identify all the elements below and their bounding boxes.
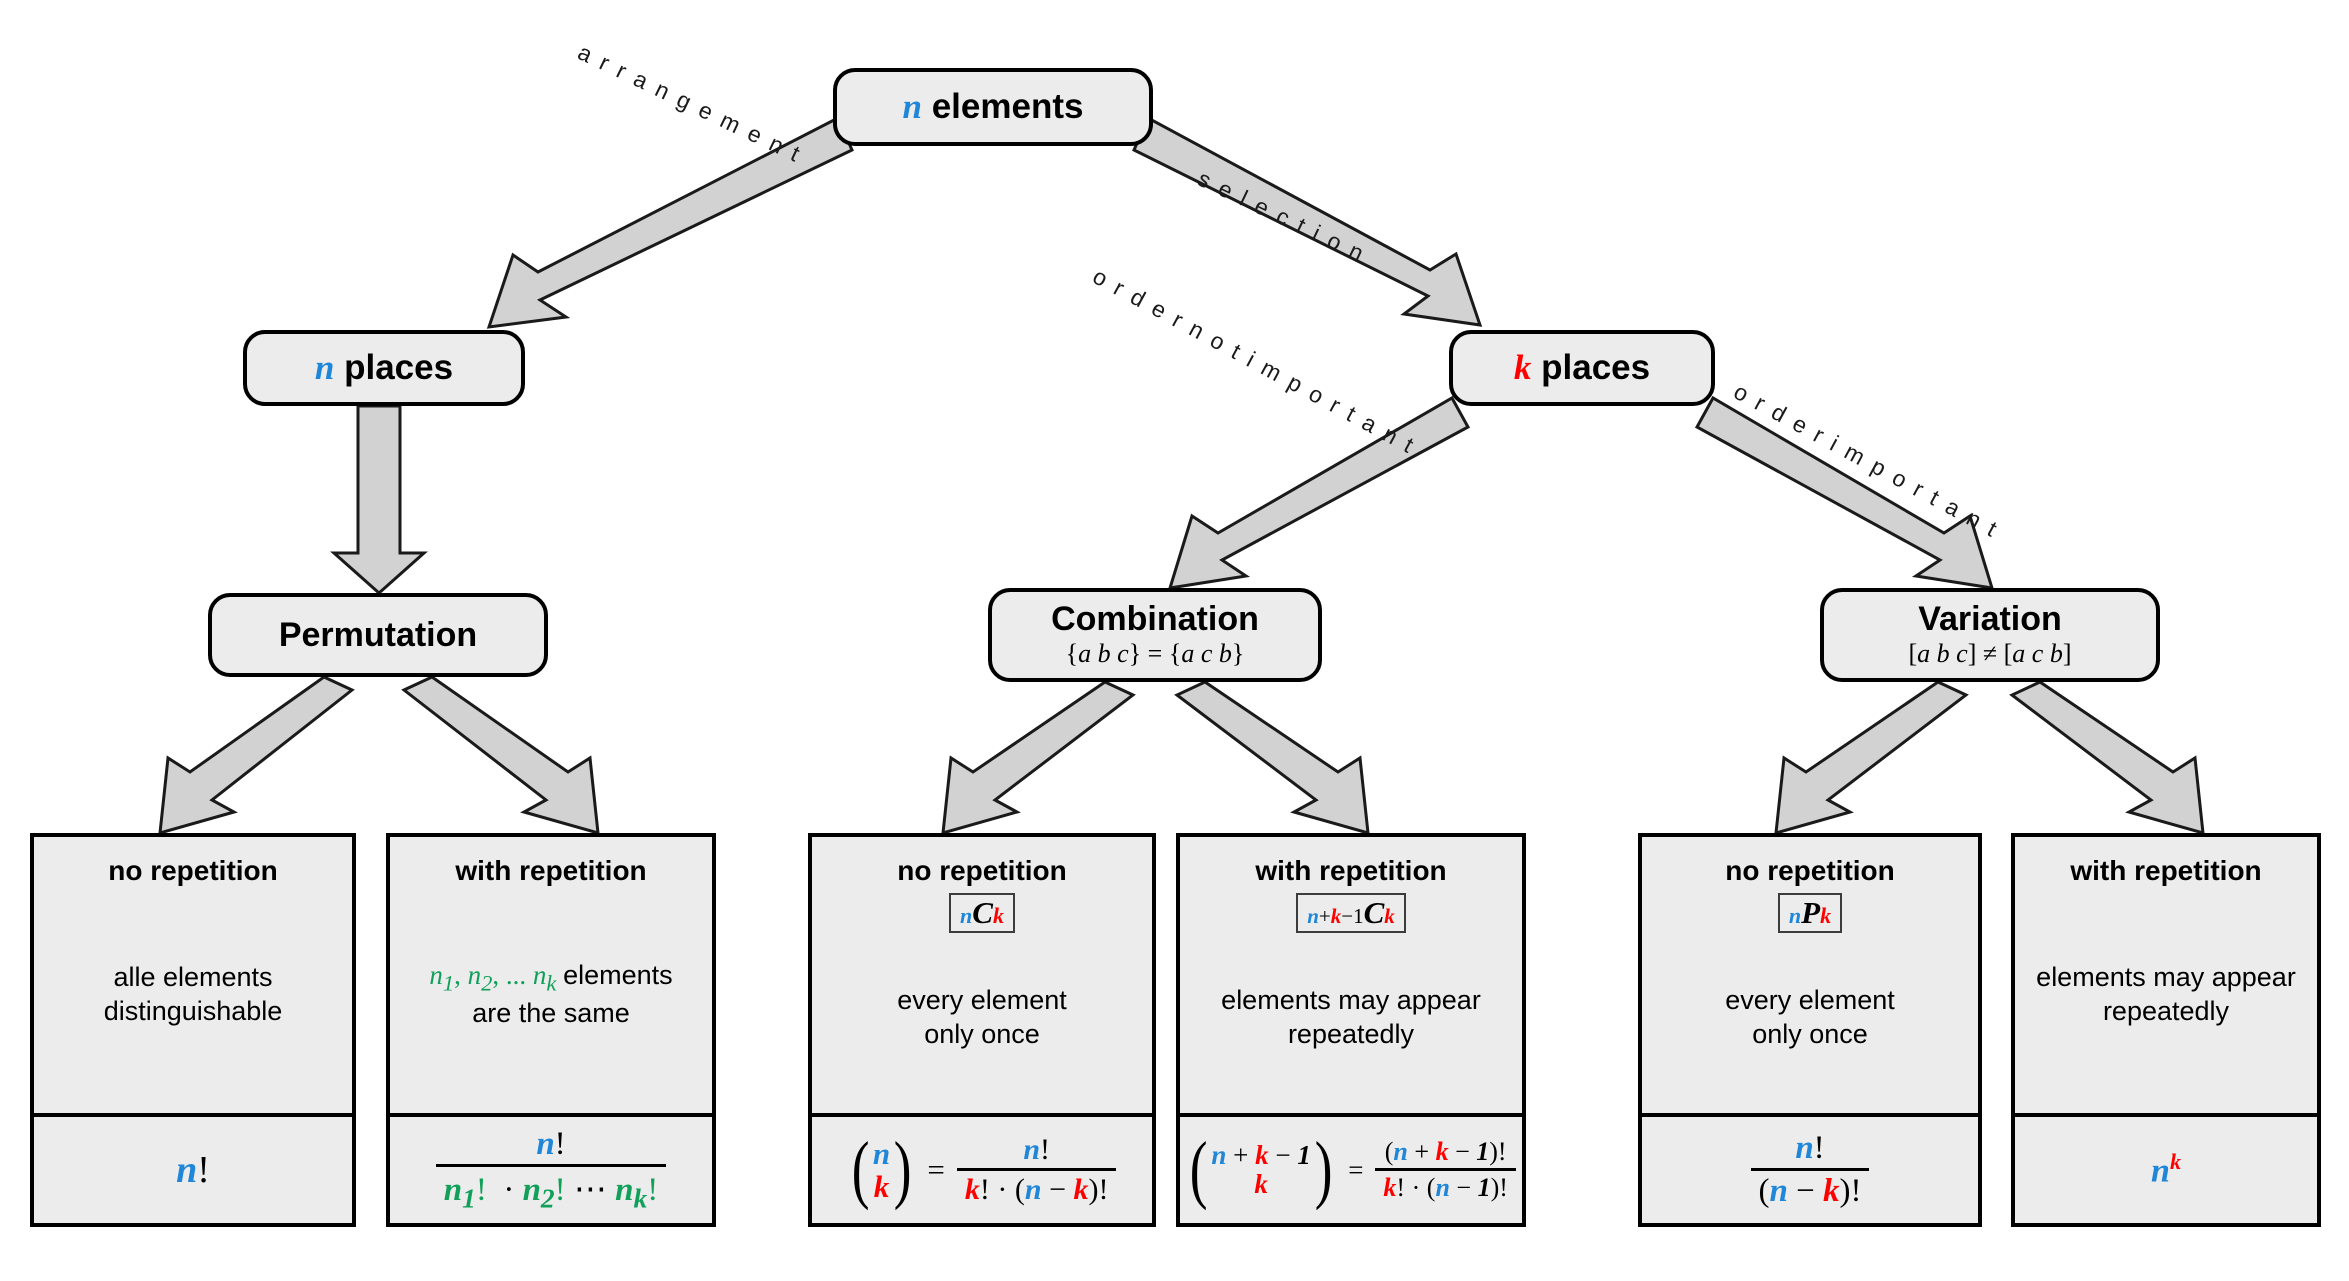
leaf-formula: nk <box>2015 1113 2317 1223</box>
fraction-denominator: n1! · n2! ⋯ nk! <box>435 1163 667 1215</box>
leaf-body: with repetition n+k−1Ck elements may app… <box>1180 837 1522 1113</box>
node-variation[interactable]: Variation [a b c] ≠ [a c b] <box>1820 588 2160 682</box>
leaf-heading: with repetition <box>1255 855 1447 886</box>
arrow-combination-to-leaf-4 <box>1174 680 1370 836</box>
variable-n: n <box>176 1149 198 1191</box>
arrow-combination-to-leaf-3 <box>941 680 1136 836</box>
node-n-places[interactable]: n places <box>243 330 525 406</box>
leaf-combination-no-repetition[interactable]: no repetition nCk every element only onc… <box>808 833 1156 1227</box>
leaf-heading: with repetition <box>2070 855 2262 886</box>
fraction-denominator: k! · (n − 1)! <box>1375 1168 1516 1203</box>
leaf-symbol-n-plus-k-minus-1-C-k: n+k−1Ck <box>1296 893 1406 934</box>
arrow-permutation-to-leaf-2 <box>401 675 600 836</box>
fraction: n! (n − k)! <box>1750 1130 1870 1210</box>
node-n-places-title: n places <box>315 349 453 387</box>
leaf-description: elements may appear repeatedly <box>2028 961 2304 1039</box>
leaf-heading: no repetition <box>897 855 1067 886</box>
node-k-places[interactable]: k places <box>1449 330 1715 406</box>
leaf-description-line2: repeatedly <box>1287 1019 1415 1050</box>
node-n-elements[interactable]: n elements <box>833 68 1153 146</box>
fraction-numerator: n! <box>536 1125 566 1162</box>
fraction: n! n1! · n2! ⋯ nk! <box>435 1125 667 1215</box>
fraction-numerator: n! <box>1023 1133 1051 1166</box>
leaf-body: with repetition elements may appear repe… <box>2015 837 2317 1113</box>
leaf-description: alle elements distinguishable <box>96 961 291 1039</box>
node-n-elements-label: elements <box>931 87 1084 127</box>
node-n-places-label: places <box>344 348 454 388</box>
power-expression: nk <box>2151 1149 2181 1190</box>
leaf-symbol-nCk: nCk <box>949 893 1015 934</box>
variable-n: n <box>902 87 922 127</box>
node-combination-equation: {a b c} = {a c b} <box>1065 639 1245 669</box>
fraction-denominator: (n − k)! <box>1750 1168 1870 1210</box>
leaf-description-line1: n1, n2, ... nk elements <box>429 959 672 998</box>
leaf-variation-no-repetition[interactable]: no repetition nPk every element only onc… <box>1638 833 1982 1227</box>
arrow-variation-to-leaf-5 <box>1774 680 1969 836</box>
leaf-formula: ( n + k − 1 k ) = (n + k − 1)! <box>1180 1113 1522 1223</box>
leaf-permutation-no-repetition[interactable]: no repetition alle elements distinguisha… <box>30 833 356 1227</box>
leaf-description-line2: distinguishable <box>103 996 283 1027</box>
equals-sign: = <box>1348 1154 1364 1185</box>
leaf-description: n1, n2, ... nk elements are the same <box>421 959 680 1041</box>
arrow-k-places-to-combination <box>1167 395 1471 590</box>
leaf-description-line1: elements may appear <box>2036 962 2296 993</box>
fraction: n! k! · (n − k)! <box>956 1133 1117 1207</box>
leaf-body: no repetition nPk every element only onc… <box>1642 837 1978 1113</box>
leaf-body: with repetition n1, n2, ... nk elements … <box>390 837 712 1113</box>
leaf-formula: n! <box>34 1113 352 1223</box>
leaf-heading: with repetition <box>455 855 647 886</box>
leaf-heading: no repetition <box>1725 855 1895 886</box>
leaf-body: no repetition nCk every element only onc… <box>812 837 1152 1113</box>
arrow-variation-to-leaf-6 <box>2009 680 2205 836</box>
node-k-places-label: places <box>1541 348 1651 388</box>
leaf-permutation-with-repetition[interactable]: with repetition n1, n2, ... nk elements … <box>386 833 716 1227</box>
leaf-description-word: elements <box>563 959 673 990</box>
leaf-description-line2: repeatedly <box>2102 996 2230 1027</box>
node-combination-title: Combination <box>1051 599 1259 638</box>
node-variation-equation: [a b c] ≠ [a c b] <box>1908 639 2072 669</box>
variable-n: n <box>314 348 335 388</box>
binomial-coefficient: ( n k ) <box>851 1127 912 1212</box>
leaf-variation-with-repetition[interactable]: with repetition elements may appear repe… <box>2011 833 2321 1227</box>
leaf-description-line1: elements may appear <box>1221 985 1481 1016</box>
arrow-root-to-k-places <box>1132 115 1483 327</box>
fraction-numerator: (n + k − 1)! <box>1384 1137 1507 1166</box>
factorial-sign: ! <box>197 1149 210 1191</box>
leaf-description: every element only once <box>1717 984 1903 1062</box>
leaf-body: no repetition alle elements distinguisha… <box>34 837 352 1113</box>
leaf-combination-with-repetition[interactable]: with repetition n+k−1Ck elements may app… <box>1176 833 1526 1227</box>
fraction-numerator: n! <box>1795 1130 1825 1166</box>
variable-k: k <box>1513 348 1532 388</box>
binomial-coefficient: ( n + k − 1 k ) <box>1189 1127 1333 1212</box>
leaf-description: elements may appear repeatedly <box>1213 984 1489 1062</box>
leaf-formula: n! (n − k)! <box>1642 1113 1978 1223</box>
fraction-denominator: k! · (n − k)! <box>956 1168 1117 1207</box>
arrow-n-places-to-permutation <box>330 404 428 596</box>
variable-n-subscripted: n1, n2, ... nk <box>429 959 557 996</box>
node-permutation[interactable]: Permutation <box>208 593 548 677</box>
arrow-root-to-n-places <box>486 115 854 329</box>
leaf-description-line1: every element <box>1725 985 1895 1016</box>
leaf-description: every element only once <box>889 984 1075 1062</box>
leaf-heading: no repetition <box>108 855 278 886</box>
leaf-description-line2: are the same <box>472 998 630 1029</box>
node-n-elements-title: n elements <box>903 88 1084 126</box>
leaf-description-line2: only once <box>1752 1019 1868 1050</box>
node-variation-title: Variation <box>1918 599 2062 638</box>
arrow-k-places-to-variation <box>1694 395 1995 590</box>
node-permutation-title: Permutation <box>278 615 478 654</box>
leaf-description-line2: only once <box>924 1019 1040 1050</box>
arrow-permutation-to-leaf-1 <box>158 675 355 836</box>
node-k-places-title: k places <box>1514 349 1650 387</box>
fraction: (n + k − 1)! k! · (n − 1)! <box>1375 1137 1516 1203</box>
leaf-description-line1: alle elements <box>113 962 273 993</box>
leaf-description-line1: every element <box>897 985 1067 1016</box>
equals-sign: = <box>927 1152 945 1187</box>
node-combination[interactable]: Combination {a b c} = {a c b} <box>988 588 1322 682</box>
leaf-symbol-nPk: nPk <box>1777 893 1843 934</box>
leaf-formula: n! n1! · n2! ⋯ nk! <box>390 1113 712 1223</box>
leaf-formula: ( n k ) = n! k! · (n − k)! <box>812 1113 1152 1223</box>
